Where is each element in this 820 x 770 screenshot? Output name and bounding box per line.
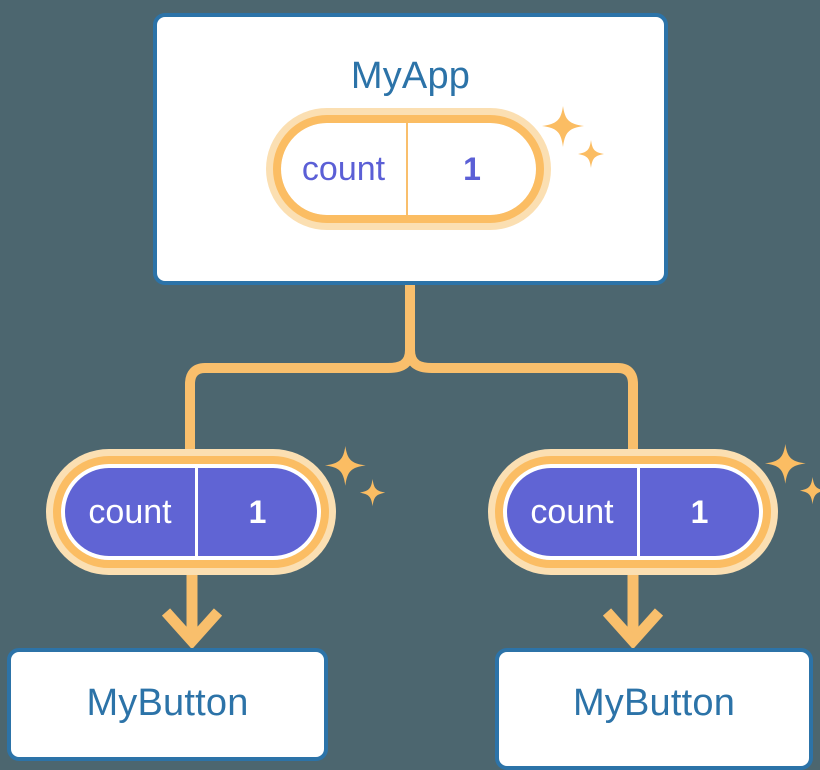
component-title-mybutton-right: MyButton <box>572 682 736 724</box>
arrow-down-icon-right <box>602 572 664 650</box>
state-pill-body: count 1 <box>507 468 759 556</box>
state-key-label: count <box>88 492 172 531</box>
sparkle-icon-small <box>359 479 386 507</box>
component-title-myapp: MyApp <box>350 55 471 97</box>
branch-left-connector <box>185 349 415 452</box>
sparkle-icon-small <box>799 477 820 505</box>
state-key-label: count <box>530 492 614 531</box>
state-value-label: 1 <box>195 468 317 556</box>
component-card-mybutton-right[interactable]: MyButton <box>495 648 813 770</box>
state-pill-ring: count 1 <box>273 115 544 223</box>
sparkle-icon-large <box>764 443 806 484</box>
state-pill-body: count 1 <box>65 468 317 556</box>
state-pill-mybutton-right[interactable]: count 1 <box>488 449 778 575</box>
state-pill-myapp[interactable]: count 1 <box>266 108 551 230</box>
state-value-label: 1 <box>637 468 759 556</box>
state-pill-inner: count 1 <box>61 464 321 560</box>
component-title-mybutton-left: MyButton <box>86 682 249 724</box>
state-pill-mybutton-left[interactable]: count 1 <box>46 449 336 575</box>
state-pill-ring: count 1 <box>53 456 329 568</box>
branch-right-connector <box>405 349 638 452</box>
sparkle-icon-large <box>324 445 366 486</box>
component-card-mybutton-left[interactable]: MyButton <box>7 648 328 761</box>
state-pill-ring: count 1 <box>495 456 771 568</box>
state-value-label: 1 <box>406 123 536 215</box>
state-pill-inner: count 1 <box>281 123 536 215</box>
arrow-down-icon-left <box>161 572 223 650</box>
state-pill-inner: count 1 <box>503 464 763 560</box>
state-key-label: count <box>301 149 386 188</box>
